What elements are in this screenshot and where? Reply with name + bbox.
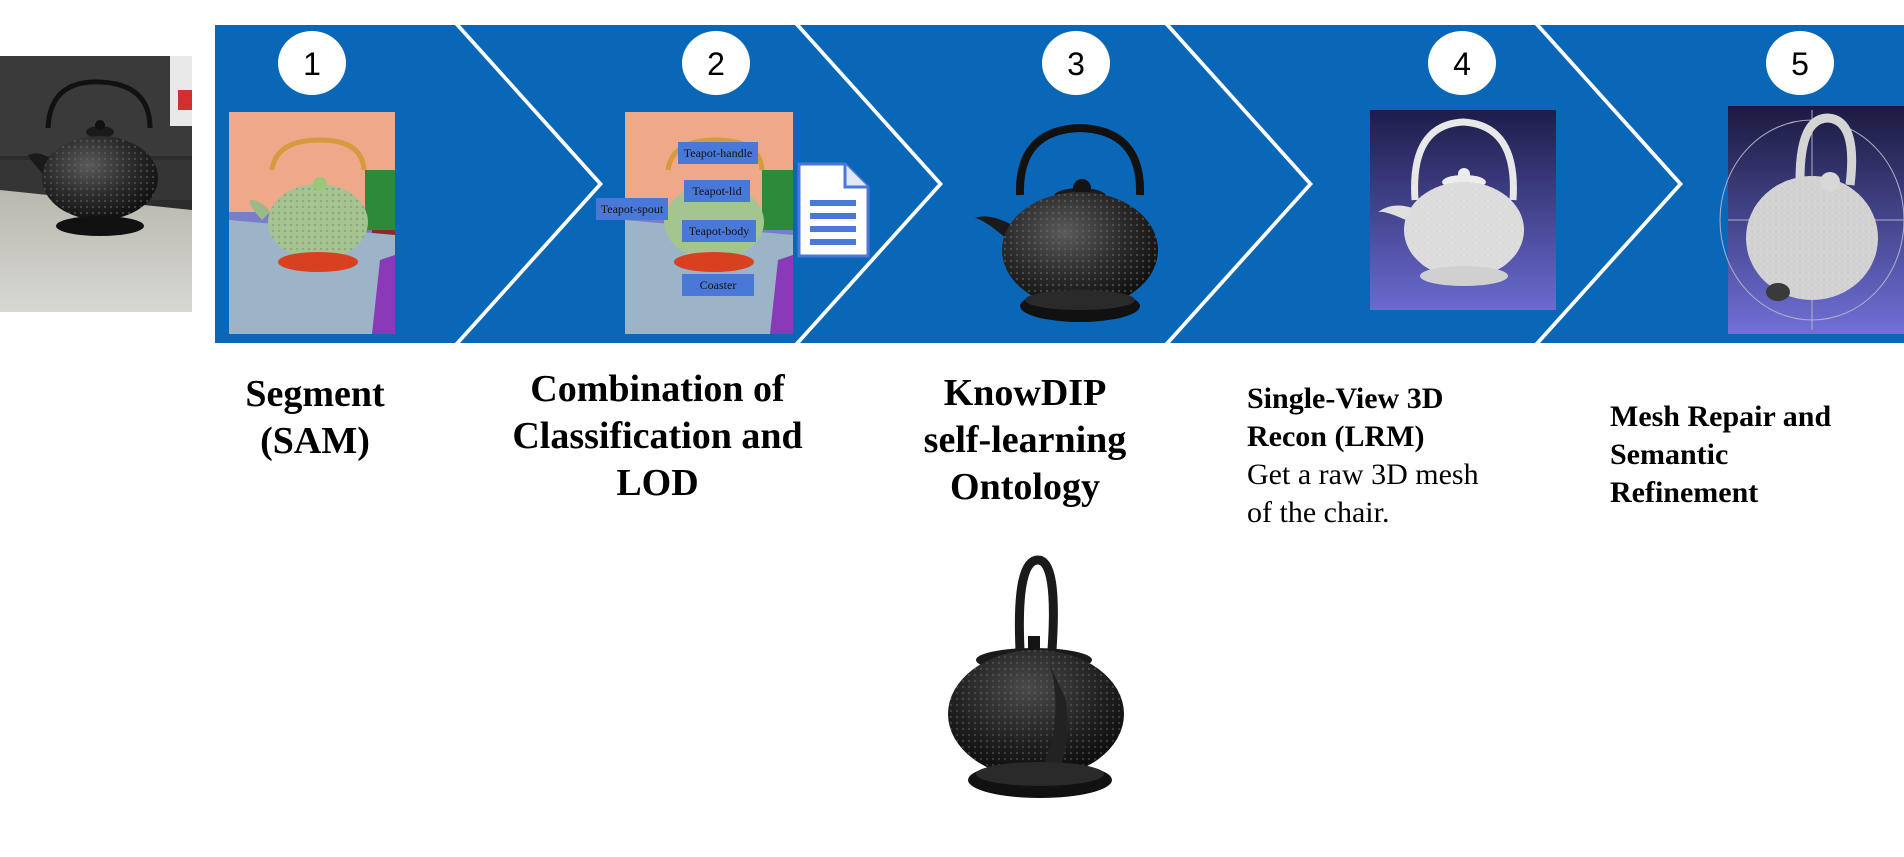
caption-step-1-line-2: (SAM) xyxy=(260,420,370,462)
step-number-2: 2 xyxy=(707,46,725,82)
caption-step-2-line-2: Classification and xyxy=(512,415,803,457)
document-icon xyxy=(797,162,870,258)
label-handle-box xyxy=(678,142,758,164)
caption-step-4-title-1: Single-View 3D xyxy=(1247,382,1444,415)
step-number-3: 3 xyxy=(1067,46,1085,82)
caption-step-4: Single-View 3D Recon (LRM) Get a raw 3D … xyxy=(1247,380,1547,532)
label-spout: Teapot-spout xyxy=(601,202,664,216)
step-number-5: 5 xyxy=(1791,46,1809,82)
part-labels-image: Teapot-handle Teapot-lid Teapot-spout Te… xyxy=(596,112,793,334)
segmentation-image xyxy=(229,112,395,334)
step-number-1: 1 xyxy=(303,46,321,82)
caption-step-4-desc-2: of the chair. xyxy=(1247,496,1390,529)
label-spout-box xyxy=(596,198,668,220)
step-badge-5: 5 xyxy=(1766,31,1834,95)
step-badge-4: 4 xyxy=(1428,31,1496,95)
caption-step-4-title-2: Recon (LRM) xyxy=(1247,420,1425,453)
caption-step-2: Combination of Classification and LOD xyxy=(480,366,835,507)
label-body-box xyxy=(682,220,756,242)
step-badge-2: 2 xyxy=(682,31,750,95)
caption-step-2-line-1: Combination of xyxy=(530,368,785,410)
label-coaster-box xyxy=(682,274,754,296)
step-badge-1: 1 xyxy=(278,31,346,95)
caption-step-1: Segment (SAM) xyxy=(215,371,415,465)
caption-step-1-line-1: Segment xyxy=(245,373,385,415)
input-photo xyxy=(0,56,192,312)
caption-step-4-desc-1: Get a raw 3D mesh xyxy=(1247,458,1479,491)
caption-step-3-line-2: self-learning xyxy=(923,419,1127,461)
step-number-4: 4 xyxy=(1453,46,1471,82)
label-body: Teapot-body xyxy=(689,224,749,238)
caption-step-2-line-3: LOD xyxy=(616,462,699,504)
caption-step-3-line-3: Ontology xyxy=(950,466,1100,508)
caption-step-3-line-1: KnowDIP xyxy=(943,372,1107,414)
chevron-step-3 xyxy=(800,25,1308,343)
label-lid: Teapot-lid xyxy=(692,184,741,198)
raw-mesh-image xyxy=(1370,110,1556,310)
caption-step-5: Mesh Repair and Semantic Refinement xyxy=(1610,398,1904,512)
caption-step-5-line-1: Mesh Repair and xyxy=(1610,400,1832,433)
label-lid-box xyxy=(684,180,750,202)
caption-step-3: KnowDIP self-learning Ontology xyxy=(880,370,1170,511)
caption-step-5-line-3: Refinement xyxy=(1610,476,1759,509)
repaired-mesh-image xyxy=(1719,106,1904,334)
textured-teapot-image xyxy=(975,123,1158,322)
caption-step-5-line-2: Semantic xyxy=(1610,438,1729,471)
label-handle: Teapot-handle xyxy=(684,146,752,160)
step-badge-3: 3 xyxy=(1042,31,1110,95)
label-coaster: Coaster xyxy=(700,278,737,292)
output-teapot-render xyxy=(948,555,1124,798)
